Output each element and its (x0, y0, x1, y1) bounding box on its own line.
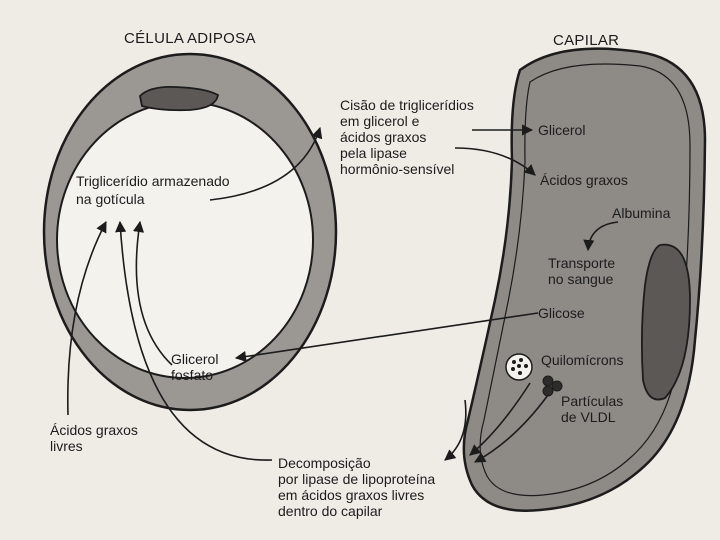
arrow-cleavage-to-fatty-acids (454, 147, 536, 176)
glycerol-label: Glicerol (538, 122, 586, 138)
vldl-particles (542, 375, 563, 397)
stored-triglyceride-label: Triglicerídio armazenado na gotícula (76, 173, 230, 207)
free-fatty-acids-label: Ácidos graxos livres (50, 422, 138, 454)
capillary-inner-wall (479, 63, 691, 497)
lipoprotein-lipase-label: Decomposição por lipase de lipoproteína … (278, 455, 436, 519)
cleavage-label: Cisão de triglicerídios em glicerol e ác… (340, 97, 474, 177)
chylomicrons-label: Quilomícrons (541, 352, 624, 368)
albumin-label: Albumina (612, 205, 671, 221)
adipose-nucleus (139, 86, 219, 112)
chylomicron-particle (505, 353, 533, 381)
fatty-acids-label: Ácidos graxos (540, 172, 628, 188)
vldl-particles-label: Partículas de VLDL (561, 393, 624, 425)
glucose-label: Glicose (538, 305, 585, 321)
capillary-nucleus (640, 243, 691, 401)
arrow-particles-to-lipoprotein-lipase (469, 382, 531, 456)
capillary-header: CAPILAR (553, 32, 620, 49)
arrow-vldl-to-lipoprotein-lipase (474, 394, 549, 463)
arrow-triglyceride-to-cleavage (209, 126, 323, 201)
arrow-lipase-to-triglyceride (115, 220, 273, 461)
arrow-glucose-to-glycerol-phosphate (234, 312, 539, 363)
arrow-albumin-to-transport (583, 221, 619, 252)
triglyceride-droplet (56, 101, 314, 379)
adipose-cell-header: CÉLULA ADIPOSA (124, 30, 256, 47)
arrow-free-fatty-acids-to-triglyceride (66, 221, 107, 416)
blood-transport-label: Transporte no sangue (548, 255, 616, 287)
arrow-capillary-wall-to-lipase (444, 399, 467, 461)
arrow-glycerol-phosphate-to-triglyceride (132, 220, 173, 366)
glycerol-phosphate-label: Glicerol fosfato (171, 351, 219, 383)
